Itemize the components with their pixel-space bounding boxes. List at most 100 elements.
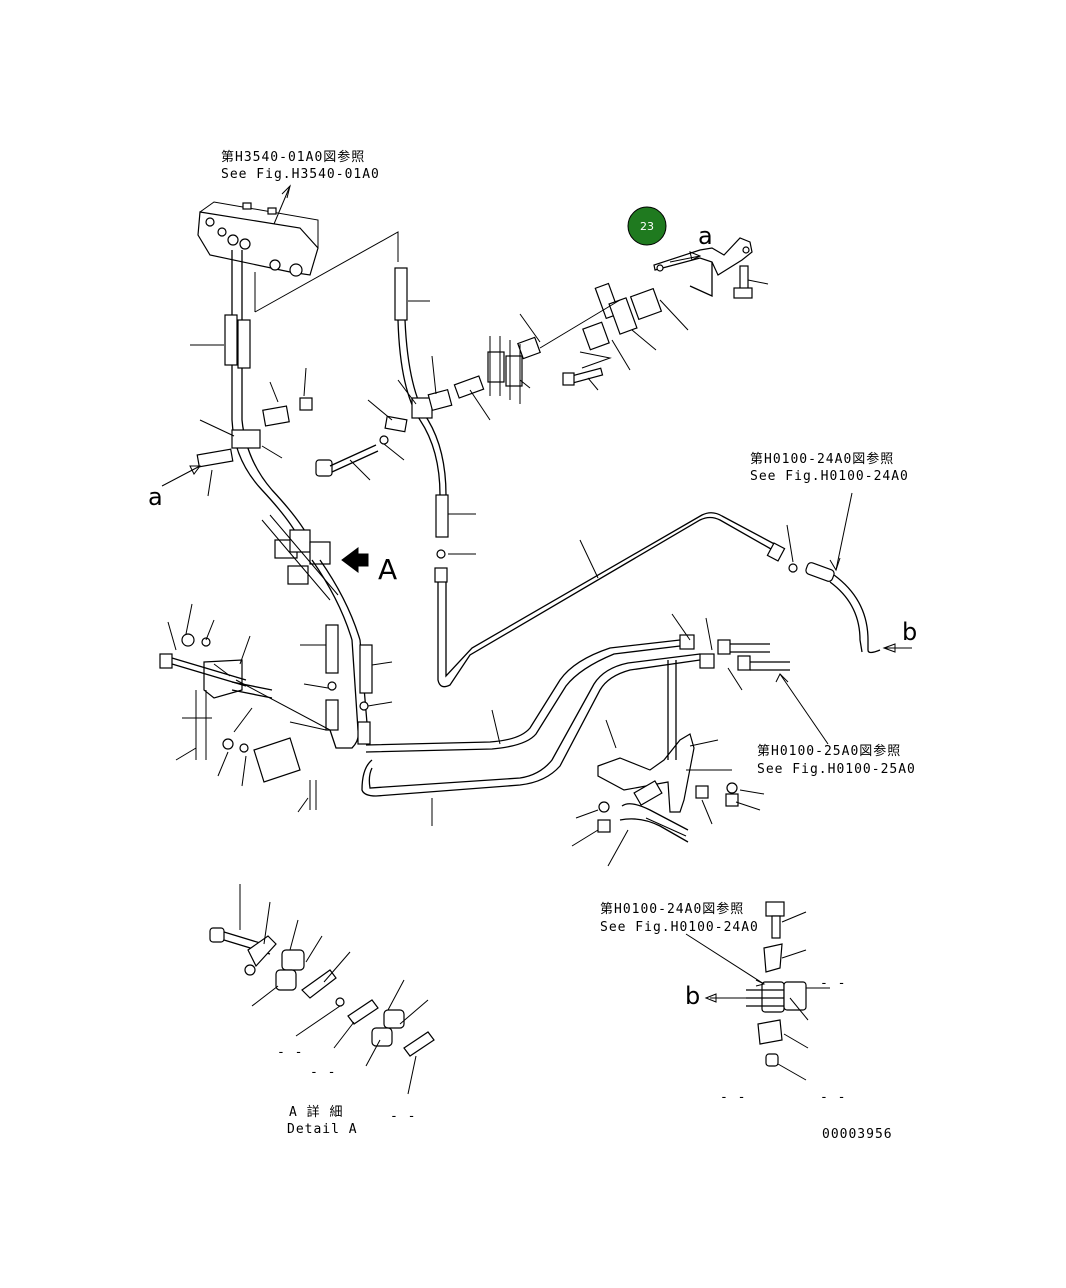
leader-line bbox=[783, 1033, 809, 1049]
leader-line bbox=[167, 621, 177, 651]
leader-line bbox=[689, 739, 719, 747]
dash-mark: - - bbox=[390, 1109, 416, 1124]
leader-line bbox=[671, 613, 691, 641]
ref-h3540-jp: 第H3540-01A0図参照 bbox=[221, 149, 365, 165]
ref-h3540-en: See Fig.H3540-01A0 bbox=[221, 167, 380, 182]
leader-line bbox=[367, 701, 393, 707]
ref-h0100-25-jp: 第H0100-25A0図参照 bbox=[757, 743, 901, 759]
leader-line bbox=[786, 524, 794, 563]
leader-line bbox=[205, 619, 215, 641]
leader-line bbox=[241, 755, 247, 787]
clamp-left-upper bbox=[196, 397, 313, 468]
marker-b-right: b bbox=[902, 618, 917, 646]
marker-b-bottom: b bbox=[685, 982, 700, 1010]
hose-center bbox=[394, 267, 449, 583]
leader-line bbox=[575, 809, 599, 819]
leader-line bbox=[333, 1021, 355, 1049]
leader-line bbox=[297, 797, 309, 813]
leader-line bbox=[251, 985, 279, 1007]
detail-title-en: Detail A bbox=[287, 1122, 358, 1137]
leader-line bbox=[579, 539, 599, 579]
arrow-head bbox=[829, 557, 841, 572]
leader-line bbox=[659, 299, 689, 331]
pipe-lower-1 bbox=[365, 639, 681, 746]
dash-mark: - - bbox=[820, 976, 846, 991]
pipe-segment bbox=[539, 299, 621, 349]
long-bolt-center bbox=[315, 435, 389, 477]
pipe-lower-1-inner bbox=[365, 645, 681, 753]
leader-line bbox=[491, 709, 501, 745]
leader-line bbox=[519, 379, 531, 389]
bracket-top-right bbox=[653, 237, 753, 298]
leader-line bbox=[407, 1055, 417, 1095]
leader-line bbox=[519, 313, 541, 343]
pipe-lower-2-inner bbox=[368, 653, 701, 789]
leader-line bbox=[431, 355, 437, 395]
leader-line bbox=[175, 747, 197, 761]
leader-line bbox=[303, 367, 307, 397]
clamp-group-top bbox=[517, 282, 663, 360]
badge-number: 23 bbox=[640, 220, 654, 233]
dash-mark: - - bbox=[277, 1045, 303, 1060]
view-arrow-A-label: A bbox=[378, 553, 397, 586]
leader-line bbox=[289, 919, 299, 951]
arrow-head bbox=[704, 993, 717, 1003]
leader-line bbox=[587, 377, 599, 391]
leader-line bbox=[323, 951, 351, 983]
leader-line bbox=[273, 185, 291, 225]
hose-assembly-lower-left bbox=[311, 559, 373, 749]
pipe-lower-2 bbox=[361, 659, 701, 797]
leader-line bbox=[607, 829, 629, 867]
leader-line bbox=[645, 817, 687, 837]
leader-line bbox=[303, 683, 329, 689]
pipe-fitting-right bbox=[766, 542, 798, 573]
leader-line bbox=[233, 707, 253, 733]
clamp-center bbox=[384, 375, 485, 433]
leader-line bbox=[469, 389, 491, 421]
leader-line bbox=[579, 351, 612, 369]
arrow-line bbox=[161, 465, 201, 487]
leader-line bbox=[213, 663, 231, 677]
leader-line bbox=[269, 381, 279, 403]
leader-line bbox=[305, 935, 323, 963]
ref-h0100-25-en: See Fig.H0100-25A0 bbox=[757, 762, 916, 777]
leader-line bbox=[779, 673, 829, 745]
leader-line bbox=[399, 999, 429, 1025]
pipe-long-inner bbox=[445, 512, 781, 678]
leader-line bbox=[365, 1039, 381, 1067]
arrow-head bbox=[689, 251, 702, 261]
leader-line bbox=[387, 979, 405, 1011]
leader-line bbox=[701, 799, 713, 825]
hose-assembly-left bbox=[224, 250, 311, 541]
clamp-detail-bottom-right bbox=[746, 901, 807, 1067]
detail-A-assembly bbox=[209, 927, 435, 1057]
leader-line bbox=[735, 801, 761, 811]
bolt-top-right bbox=[733, 265, 753, 299]
leader-line bbox=[781, 911, 807, 923]
arrow-head bbox=[775, 673, 789, 683]
leader-line bbox=[217, 751, 229, 777]
pipe-fittings-lower-right bbox=[679, 634, 790, 671]
leader-line bbox=[383, 443, 405, 461]
leader-line bbox=[239, 635, 251, 665]
detail-title-jp: A 詳 細 bbox=[289, 1104, 343, 1120]
leader-line bbox=[747, 279, 769, 285]
view-arrow-A bbox=[341, 547, 369, 573]
leader-line bbox=[777, 1063, 807, 1081]
leader-line bbox=[289, 721, 327, 731]
leader-line bbox=[349, 459, 371, 481]
part-number-badge[interactable]: 23 bbox=[627, 206, 667, 246]
ref-h0100-24-bottom-en: See Fig.H0100-24A0 bbox=[600, 920, 759, 935]
clamp-cluster-A bbox=[261, 514, 339, 601]
marker-a-top: a bbox=[698, 222, 713, 250]
dash-mark: - - bbox=[820, 1090, 846, 1105]
arrow-head bbox=[755, 979, 766, 987]
bolt-mid-top bbox=[562, 367, 604, 386]
bracket-lower-left bbox=[159, 633, 331, 810]
leader-line bbox=[727, 667, 743, 691]
arrow-head bbox=[281, 184, 291, 199]
leader-line bbox=[199, 419, 235, 437]
hose-b-right bbox=[805, 562, 881, 654]
leader-line bbox=[185, 603, 193, 635]
leader-line bbox=[263, 901, 271, 945]
